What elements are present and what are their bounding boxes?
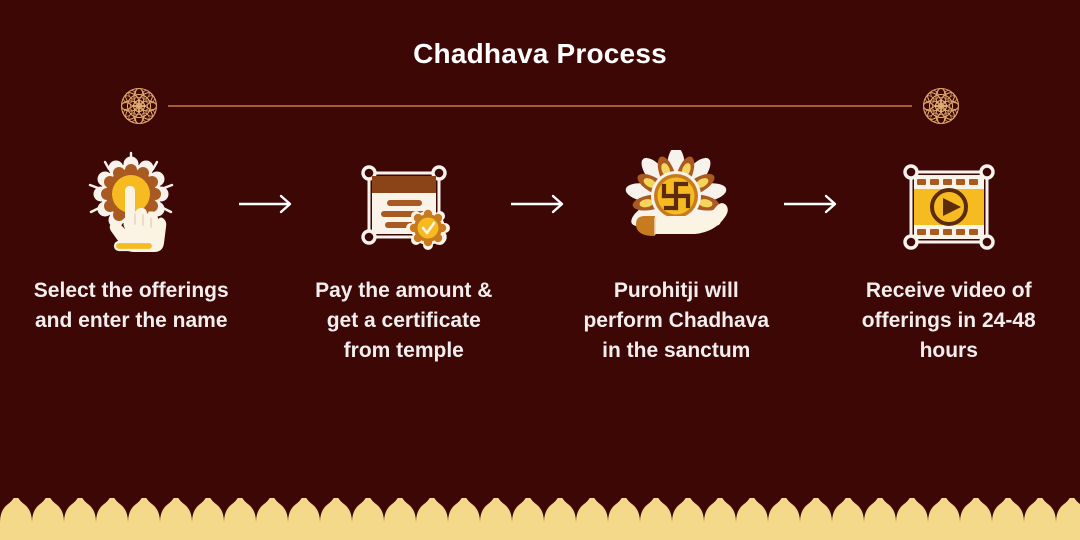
dome-row bbox=[0, 498, 1080, 540]
step-3-label: Purohitji will perform Chadhava in the s… bbox=[583, 279, 770, 363]
swastika-symbol bbox=[662, 181, 691, 211]
open-palm-hand bbox=[636, 203, 729, 236]
page-title: Chadhava Process bbox=[413, 38, 667, 69]
mandala-ornament-right bbox=[922, 87, 960, 125]
process-step-2[interactable]: Pay the amount & get a certificate from … bbox=[303, 150, 506, 366]
video-filmstrip-play-icon bbox=[903, 164, 995, 250]
pointing-hand bbox=[109, 186, 167, 252]
step-4-icon-wrap bbox=[897, 150, 1001, 258]
divider-svg bbox=[120, 87, 960, 125]
arrow-right-icon bbox=[783, 194, 836, 214]
step-1-label: Select the offerings and enter the name bbox=[33, 279, 229, 333]
step-1-icon-wrap bbox=[81, 150, 181, 258]
process-step-3[interactable]: Purohitji will perform Chadhava in the s… bbox=[575, 150, 778, 366]
arrow-right-2 bbox=[505, 150, 575, 258]
offering-bar bbox=[114, 240, 155, 252]
mandala-ornament-left bbox=[120, 87, 158, 125]
step-4-label: Receive video of offerings in 24-48 hour… bbox=[861, 279, 1036, 363]
step-2-label: Pay the amount & get a certificate from … bbox=[315, 279, 493, 363]
step-3-icon-wrap bbox=[622, 150, 730, 258]
ornate-divider bbox=[110, 87, 970, 125]
step-2-icon-wrap bbox=[354, 150, 454, 258]
arrow-right-1 bbox=[233, 150, 303, 258]
process-step-1[interactable]: Select the offerings and enter the name bbox=[30, 150, 233, 336]
arrow-right-3 bbox=[778, 150, 848, 258]
certificate-scroll-icon bbox=[361, 165, 450, 250]
process-steps: Select the offerings and enter the name bbox=[30, 150, 1050, 366]
arrow-right-icon bbox=[511, 194, 564, 214]
temple-dome-border bbox=[0, 498, 1080, 540]
play-button-icon bbox=[929, 188, 968, 226]
certificate-seal bbox=[405, 206, 450, 250]
hand-select-offering-icon bbox=[89, 151, 174, 252]
sprocket-holes bbox=[916, 179, 978, 235]
process-step-4[interactable]: Receive video of offerings in 24-48 hour… bbox=[848, 150, 1051, 366]
hand-holding-swastika-coin-icon bbox=[625, 150, 729, 236]
arrow-right-icon bbox=[238, 194, 291, 214]
